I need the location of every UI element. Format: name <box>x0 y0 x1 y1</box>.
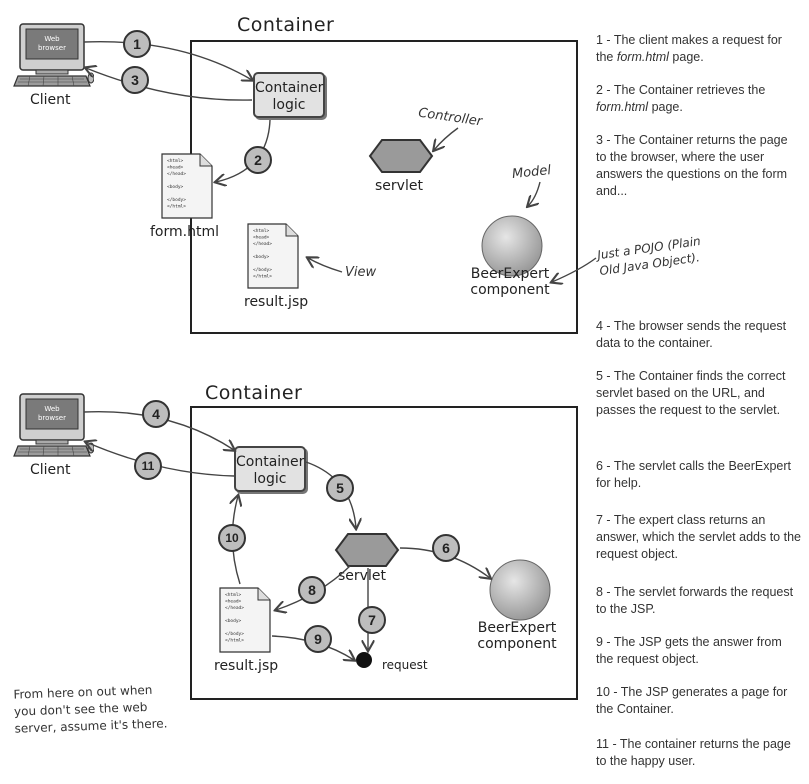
step-marker-1: 1 <box>123 30 151 58</box>
screen-text-1: Web <box>44 35 60 43</box>
servlet-label: servlet <box>375 178 423 194</box>
beerexpert-label: BeerExpert component <box>465 266 555 298</box>
doc-code-line: </body> <box>253 267 272 273</box>
step-description-5: 5 - The Container finds the correct serv… <box>596 369 786 417</box>
beerexpert-line-1: BeerExpert <box>470 266 550 282</box>
step-marker-9: 9 <box>304 625 332 653</box>
container-logic-box: Container logic <box>234 446 306 492</box>
web-server-note: From here on out when you don't see the … <box>13 681 168 737</box>
form-html-document-icon: <html><head></head> <body> </body></html> <box>161 153 213 219</box>
computer-icon: Web browser <box>13 23 94 87</box>
result-jsp-label: result.jsp <box>244 294 309 310</box>
step-description-7: 7 - The expert class returns an answer, … <box>596 513 801 561</box>
doc-code-line: <html> <box>225 592 242 598</box>
step-marker-11: 11 <box>134 452 162 480</box>
doc-code-line: <body> <box>253 254 270 260</box>
beerexpert-line-2: component <box>470 282 550 298</box>
doc-code-line: </head> <box>253 241 272 247</box>
step-marker-3: 3 <box>121 66 149 94</box>
step-description-1: 1 - The client makes a request for the f… <box>596 33 782 64</box>
step-description-8: 8 - The servlet forwards the request to … <box>596 585 794 616</box>
doc-code-line: <html> <box>167 158 184 164</box>
bottom-container-title: Container <box>205 382 303 404</box>
top-container-title: Container <box>237 14 335 36</box>
servlet-label: servlet <box>338 568 386 584</box>
result-jsp-document-icon: <html><head></head> <body> </body></html> <box>247 223 299 289</box>
client-label: Client <box>30 92 71 108</box>
arrow-controller <box>434 127 459 150</box>
arrow-pojo <box>552 257 597 282</box>
request-label: request <box>382 658 428 672</box>
servlet-hexagon-icon <box>334 533 400 567</box>
arrow-model <box>528 181 541 206</box>
result-jsp-document-icon: <html><head></head> <body> </body></html> <box>219 587 271 653</box>
computer-icon: Web browser <box>13 393 94 457</box>
container-logic-box: Container logic <box>253 72 325 118</box>
doc-code-line: </head> <box>167 171 186 177</box>
beerexpert-line-1: BeerExpert <box>477 620 557 636</box>
step-marker-2: 2 <box>244 146 272 174</box>
step-marker-10: 10 <box>218 524 246 552</box>
step-marker-4: 4 <box>142 400 170 428</box>
form-html-label: form.html <box>150 224 219 240</box>
doc-code-line: <body> <box>167 184 184 190</box>
step-description-9: 9 - The JSP gets the answer from the req… <box>596 635 782 666</box>
step-description-2: 2 - The Container retrieves the form.htm… <box>596 83 766 114</box>
container-logic-line-2: logic <box>253 471 287 487</box>
doc-code-line: </body> <box>167 197 186 203</box>
step-marker-8: 8 <box>298 576 326 604</box>
result-jsp-label: result.jsp <box>214 658 279 674</box>
container-logic-line-1: Container <box>255 80 324 96</box>
container-logic-line-1: Container <box>236 454 305 470</box>
doc-code-line: </html> <box>253 274 272 280</box>
step-marker-5: 5 <box>326 474 354 502</box>
servlet-hexagon-icon <box>368 139 434 173</box>
request-object-icon <box>356 652 372 668</box>
arrow-step-1 <box>83 40 252 80</box>
beerexpert-label: BeerExpert component <box>472 620 562 652</box>
screen-text-2: browser <box>38 44 66 52</box>
step-description-6: 6 - The servlet calls the BeerExpert for… <box>596 459 791 490</box>
step-marker-7: 7 <box>358 606 386 634</box>
doc-code-line: <head> <box>253 235 270 241</box>
screen-text-1: Web <box>44 405 60 413</box>
step-description-3: 3 - The Container returns the page to th… <box>596 133 788 198</box>
view-note: View <box>345 265 377 280</box>
doc-code-line: <html> <box>253 228 270 234</box>
screen-text-2: browser <box>38 414 66 422</box>
doc-code-line: </html> <box>167 204 186 210</box>
arrow-view <box>308 258 343 273</box>
step-marker-6: 6 <box>432 534 460 562</box>
doc-code-line: </head> <box>225 605 244 611</box>
arrow-step-3 <box>86 68 253 101</box>
container-logic-line-2: logic <box>272 97 306 113</box>
step-description-10: 10 - The JSP generates a page for the Co… <box>596 685 788 716</box>
step-description-11: 11 - The container returns the page to t… <box>596 737 791 768</box>
doc-code-line: </html> <box>225 638 244 644</box>
doc-code-line: <head> <box>167 165 184 171</box>
doc-code-line: </body> <box>225 631 244 637</box>
doc-code-line: <head> <box>225 599 242 605</box>
beerexpert-sphere-icon <box>489 559 551 621</box>
step-description-4: 4 - The browser sends the request data t… <box>596 319 787 350</box>
client-label: Client <box>30 462 71 478</box>
doc-code-line: <body> <box>225 618 242 624</box>
beerexpert-sphere-icon <box>481 215 543 277</box>
beerexpert-line-2: component <box>477 636 557 652</box>
